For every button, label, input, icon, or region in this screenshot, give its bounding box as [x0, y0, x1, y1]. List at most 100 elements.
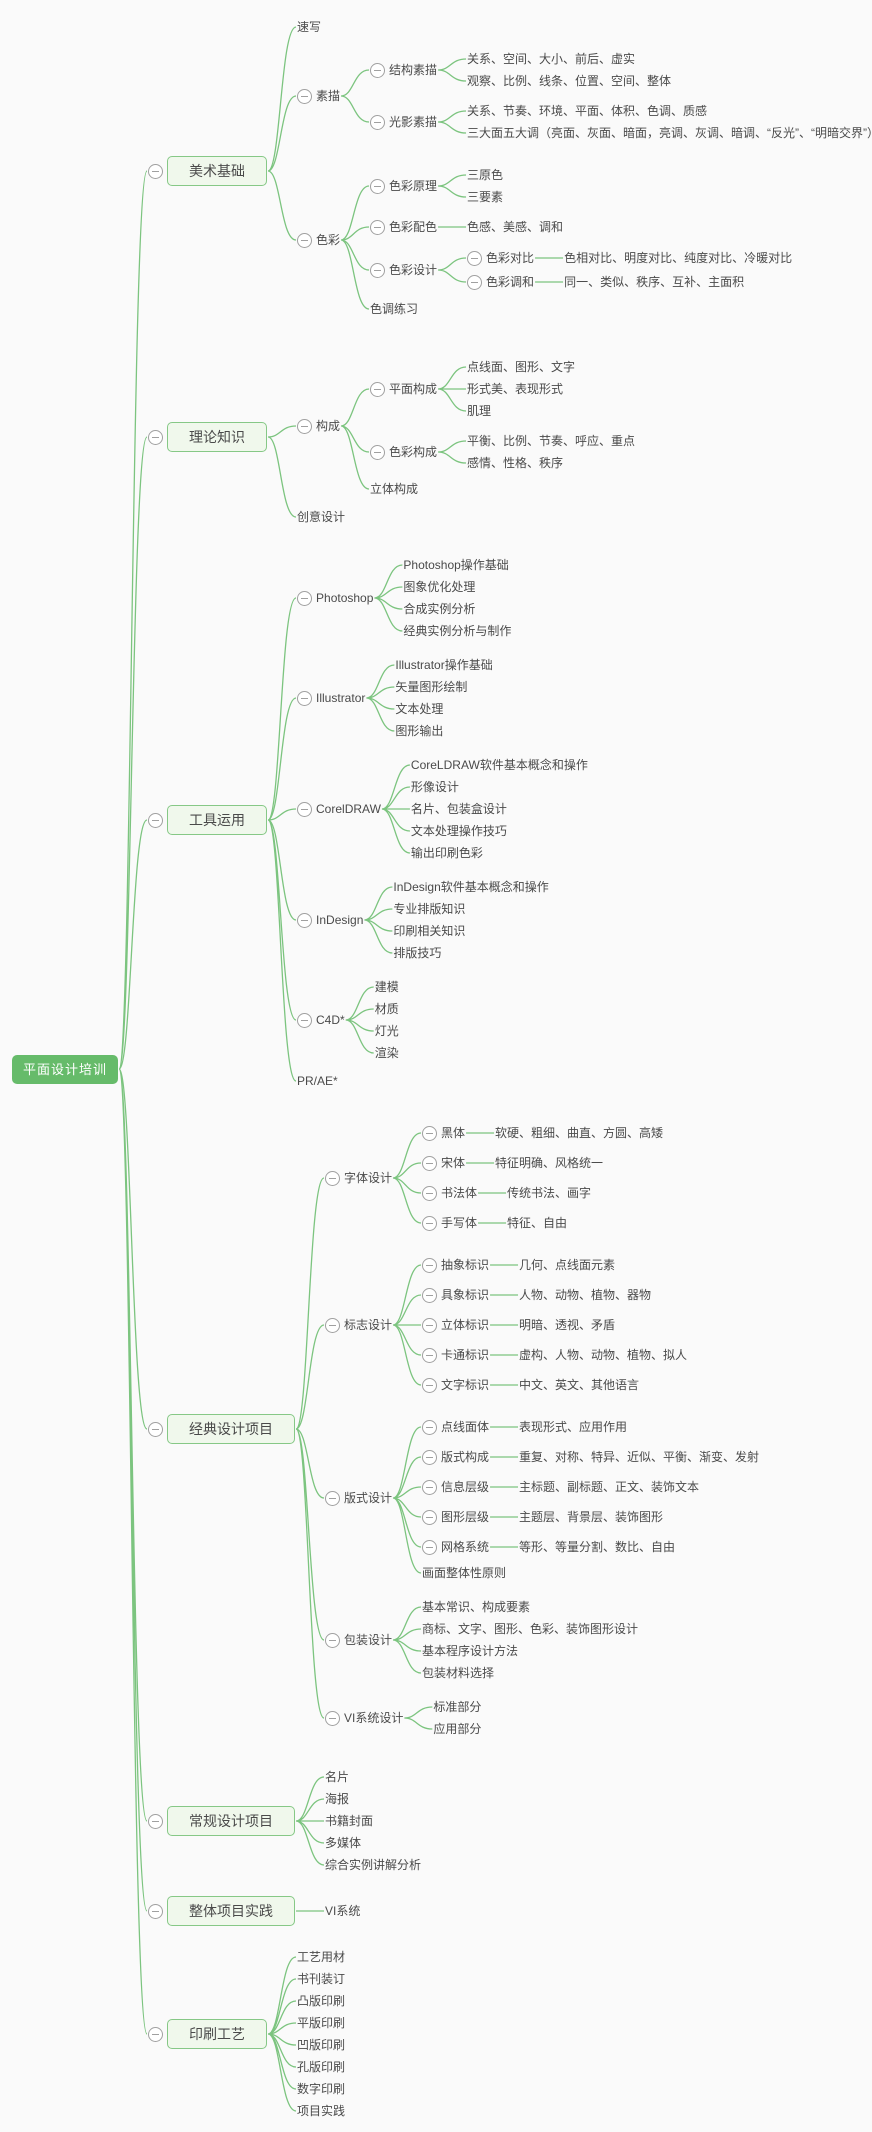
topic-node-label[interactable]: 项目实践: [297, 2104, 346, 2118]
topic-node-label[interactable]: 多媒体: [325, 1836, 362, 1850]
topic-node-label[interactable]: 色彩构成: [389, 445, 438, 459]
topic-node-label[interactable]: 矢量图形绘制: [395, 680, 468, 694]
collapse-minus-icon[interactable]: [467, 274, 483, 290]
collapse-minus-icon[interactable]: [422, 1449, 438, 1465]
topic-node-label[interactable]: 包装设计: [344, 1633, 393, 1647]
topic-node-label[interactable]: 肌理: [467, 404, 492, 418]
topic-node-label[interactable]: 中文、英文、其他语言: [519, 1378, 640, 1392]
topic-node-label[interactable]: 孔版印刷: [297, 2060, 346, 2074]
topic-node-label[interactable]: 具象标识: [441, 1288, 490, 1302]
topic-node-label[interactable]: 点线面体: [441, 1420, 490, 1434]
collapse-minus-icon[interactable]: [325, 1317, 341, 1333]
collapse-minus-icon[interactable]: [297, 88, 313, 104]
topic-node-label[interactable]: 手写体: [441, 1216, 478, 1230]
topic-node-label[interactable]: 几何、点线面元素: [519, 1258, 616, 1272]
topic-node-label[interactable]: 文本处理操作技巧: [410, 824, 507, 838]
topic-node-label[interactable]: 标志设计: [344, 1318, 393, 1332]
topic-node-label[interactable]: 书刊装订: [297, 1972, 346, 1986]
collapse-minus-icon[interactable]: [422, 1155, 438, 1171]
topic-node-label[interactable]: 包装材料选择: [422, 1666, 495, 1680]
collapse-minus-icon[interactable]: [325, 1170, 341, 1186]
topic-node-label[interactable]: 等形、等量分割、数比、自由: [519, 1540, 676, 1554]
topic-node-label[interactable]: InDesign: [316, 913, 364, 927]
topic-node-label[interactable]: 色彩配色: [389, 220, 438, 234]
topic-node-label[interactable]: 应用部分: [433, 1722, 482, 1736]
collapse-minus-icon[interactable]: [297, 418, 313, 434]
branch-node-label[interactable]: 工具运用: [167, 805, 268, 835]
collapse-minus-icon[interactable]: [297, 912, 313, 928]
topic-node-label[interactable]: 色彩设计: [389, 263, 438, 277]
topic-node-label[interactable]: 名片: [325, 1770, 350, 1784]
topic-node-label[interactable]: 专业排版知识: [393, 902, 466, 916]
topic-node-label[interactable]: 文本处理: [395, 702, 444, 716]
topic-node-label[interactable]: 图形层级: [441, 1510, 490, 1524]
topic-node-label[interactable]: 输出印刷色彩: [410, 846, 483, 860]
topic-node-label[interactable]: 基本程序设计方法: [422, 1644, 519, 1658]
branch-node-label[interactable]: 美术基础: [167, 156, 268, 186]
topic-node-label[interactable]: 立体构成: [370, 482, 419, 496]
topic-node-label[interactable]: 软硬、粗细、曲直、方圆、高矮: [495, 1126, 664, 1140]
topic-node-label[interactable]: 色彩: [316, 233, 341, 247]
topic-node-label[interactable]: 平版印刷: [297, 2016, 346, 2030]
collapse-minus-icon[interactable]: [148, 1421, 164, 1437]
collapse-minus-icon[interactable]: [325, 1632, 341, 1648]
topic-node-label[interactable]: 名片、包装盒设计: [410, 802, 507, 816]
collapse-minus-icon[interactable]: [148, 163, 164, 179]
topic-node-label[interactable]: CorelDRAW: [316, 802, 381, 816]
topic-node-label[interactable]: CoreLDRAW软件基本概念和操作: [410, 758, 588, 772]
topic-node-label[interactable]: 卡通标识: [441, 1348, 490, 1362]
collapse-minus-icon[interactable]: [297, 1012, 313, 1028]
collapse-minus-icon[interactable]: [422, 1539, 438, 1555]
topic-node-label[interactable]: 传统书法、画字: [507, 1186, 592, 1200]
topic-node-label[interactable]: 创意设计: [297, 510, 346, 524]
collapse-minus-icon[interactable]: [422, 1185, 438, 1201]
topic-node-label[interactable]: 表现形式、应用作用: [519, 1420, 628, 1434]
collapse-minus-icon[interactable]: [325, 1710, 341, 1726]
topic-node-label[interactable]: 色相对比、明度对比、纯度对比、冷暖对比: [564, 251, 793, 265]
topic-node-label[interactable]: 印刷相关知识: [393, 924, 466, 938]
collapse-minus-icon[interactable]: [370, 262, 386, 278]
topic-node-label[interactable]: 信息层级: [441, 1480, 490, 1494]
collapse-minus-icon[interactable]: [297, 590, 313, 606]
topic-node-label[interactable]: 关系、节奏、环境、平面、体积、色调、质感: [467, 104, 708, 118]
topic-node-label[interactable]: 宋体: [441, 1156, 466, 1170]
topic-node-label[interactable]: 文字标识: [441, 1378, 490, 1392]
topic-node-label[interactable]: 观察、比例、线条、位置、空间、整体: [467, 74, 672, 88]
topic-node-label[interactable]: 凸版印刷: [297, 1994, 346, 2008]
collapse-minus-icon[interactable]: [422, 1317, 438, 1333]
topic-node-label[interactable]: 立体标识: [441, 1318, 490, 1332]
topic-node-label[interactable]: 标准部分: [433, 1700, 482, 1714]
topic-node-label[interactable]: 字体设计: [344, 1171, 393, 1185]
topic-node-label[interactable]: 图象优化处理: [403, 580, 476, 594]
collapse-minus-icon[interactable]: [422, 1287, 438, 1303]
topic-node-label[interactable]: 主题层、背景层、装饰图形: [519, 1510, 664, 1524]
collapse-minus-icon[interactable]: [297, 801, 313, 817]
branch-node-label[interactable]: 理论知识: [167, 422, 268, 452]
topic-node-label[interactable]: 色调练习: [370, 302, 419, 316]
topic-node-label[interactable]: 主标题、副标题、正文、装饰文本: [519, 1480, 700, 1494]
collapse-minus-icon[interactable]: [297, 232, 313, 248]
topic-node-label[interactable]: 关系、空间、大小、前后、虚实: [467, 52, 636, 66]
topic-node-label[interactable]: 虚构、人物、动物、植物、拟人: [519, 1348, 688, 1362]
topic-node-label[interactable]: 同一、类似、秩序、互补、主面积: [564, 275, 745, 289]
collapse-minus-icon[interactable]: [370, 114, 386, 130]
branch-node-label[interactable]: 整体项目实践: [167, 1896, 296, 1926]
collapse-minus-icon[interactable]: [148, 1813, 164, 1829]
topic-node-label[interactable]: Illustrator: [316, 691, 366, 705]
topic-node-label[interactable]: 商标、文字、图形、色彩、装饰图形设计: [422, 1622, 639, 1636]
topic-node-label[interactable]: VI系统: [325, 1904, 361, 1918]
topic-node-label[interactable]: Photoshop: [316, 591, 374, 605]
collapse-minus-icon[interactable]: [422, 1215, 438, 1231]
collapse-minus-icon[interactable]: [370, 178, 386, 194]
topic-node-label[interactable]: 速写: [297, 20, 322, 34]
topic-node-label[interactable]: 图形输出: [395, 724, 444, 738]
topic-node-label[interactable]: 特征、自由: [507, 1216, 568, 1230]
topic-node-label[interactable]: 重复、对称、特异、近似、平衡、渐变、发射: [519, 1450, 760, 1464]
topic-node-label[interactable]: 经典实例分析与制作: [403, 624, 512, 638]
topic-node-label[interactable]: Illustrator操作基础: [395, 658, 493, 672]
topic-node-label[interactable]: 合成实例分析: [403, 602, 476, 616]
collapse-minus-icon[interactable]: [325, 1490, 341, 1506]
topic-node-label[interactable]: PR/AE*: [297, 1074, 338, 1088]
collapse-minus-icon[interactable]: [422, 1257, 438, 1273]
topic-node-label[interactable]: 形像设计: [410, 780, 459, 794]
